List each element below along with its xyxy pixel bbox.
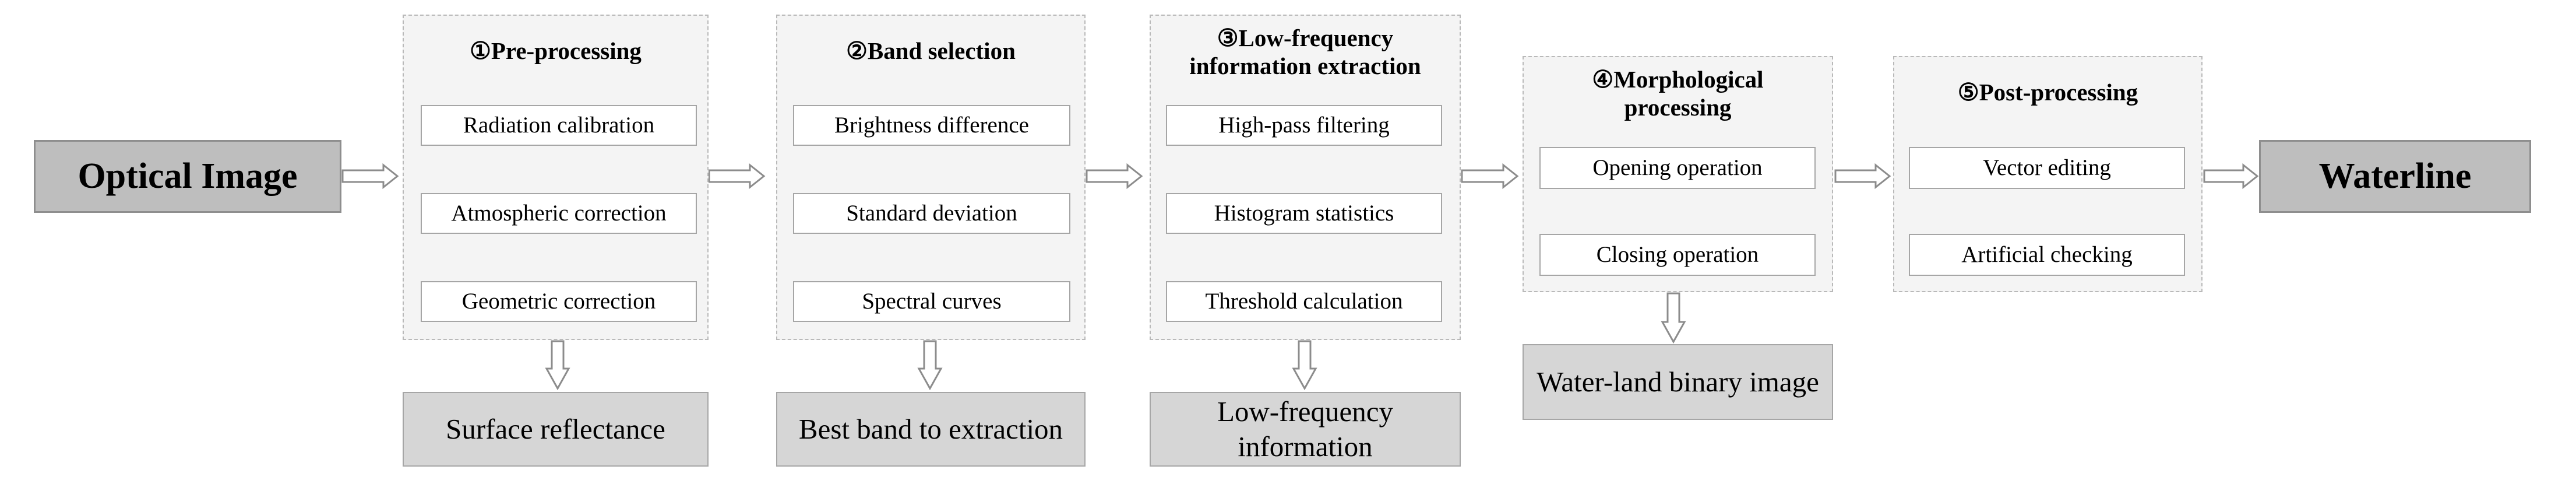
flow-arrow-stage1-to-stage2 [708,163,766,190]
step-opening-operation: Opening operation [1539,147,1816,189]
down-arrow-stage3-output [1292,340,1317,391]
stage-title: ④Morphological processing [1592,66,1764,121]
flow-arrow-stage3-to-stage4 [1461,163,1519,190]
step-geometric-correction: Geometric correction [421,281,697,322]
step-high-pass-filtering: High-pass filtering [1166,105,1442,146]
output-low-frequency-information: Low-frequency information [1150,392,1461,467]
flow-arrow-stage2-to-stage3 [1086,163,1143,190]
step-histogram-statistics: Histogram statistics [1166,193,1442,234]
step-radiation-calibration: Radiation calibration [421,105,697,146]
step-threshold-calculation: Threshold calculation [1166,281,1442,322]
step-spectral-curves: Spectral curves [793,281,1070,322]
flow-arrow-input-to-stage1 [341,163,399,190]
step-standard-deviation: Standard deviation [793,193,1070,234]
flow-arrow-stage5-to-result [2203,163,2259,190]
result-node: Waterline [2259,140,2531,213]
input-label: Optical Image [77,156,298,196]
stage-title: ③Low-frequency information extraction [1189,24,1421,79]
step-brightness-difference: Brightness difference [793,105,1070,146]
stage-title: ②Band selection [846,37,1016,64]
down-arrow-stage1-output [545,340,570,391]
output-water-land-binary-image: Water-land binary image [1523,344,1833,420]
stage-title: ⑤Post-processing [1957,79,2138,106]
down-arrow-stage4-output [1661,292,1686,344]
result-label: Waterline [2318,156,2472,196]
output-surface-reflectance: Surface reflectance [403,392,709,467]
step-artificial-checking: Artificial checking [1909,234,2185,276]
input-node: Optical Image [34,140,341,213]
flow-arrow-stage4-to-stage5 [1834,163,1891,190]
step-vector-editing: Vector editing [1909,147,2185,189]
down-arrow-stage2-output [917,340,943,391]
output-best-band: Best band to extraction [776,392,1086,467]
stage-title: ①Pre-processing [470,37,642,64]
step-closing-operation: Closing operation [1539,234,1816,276]
step-atmospheric-correction: Atmospheric correction [421,193,697,234]
